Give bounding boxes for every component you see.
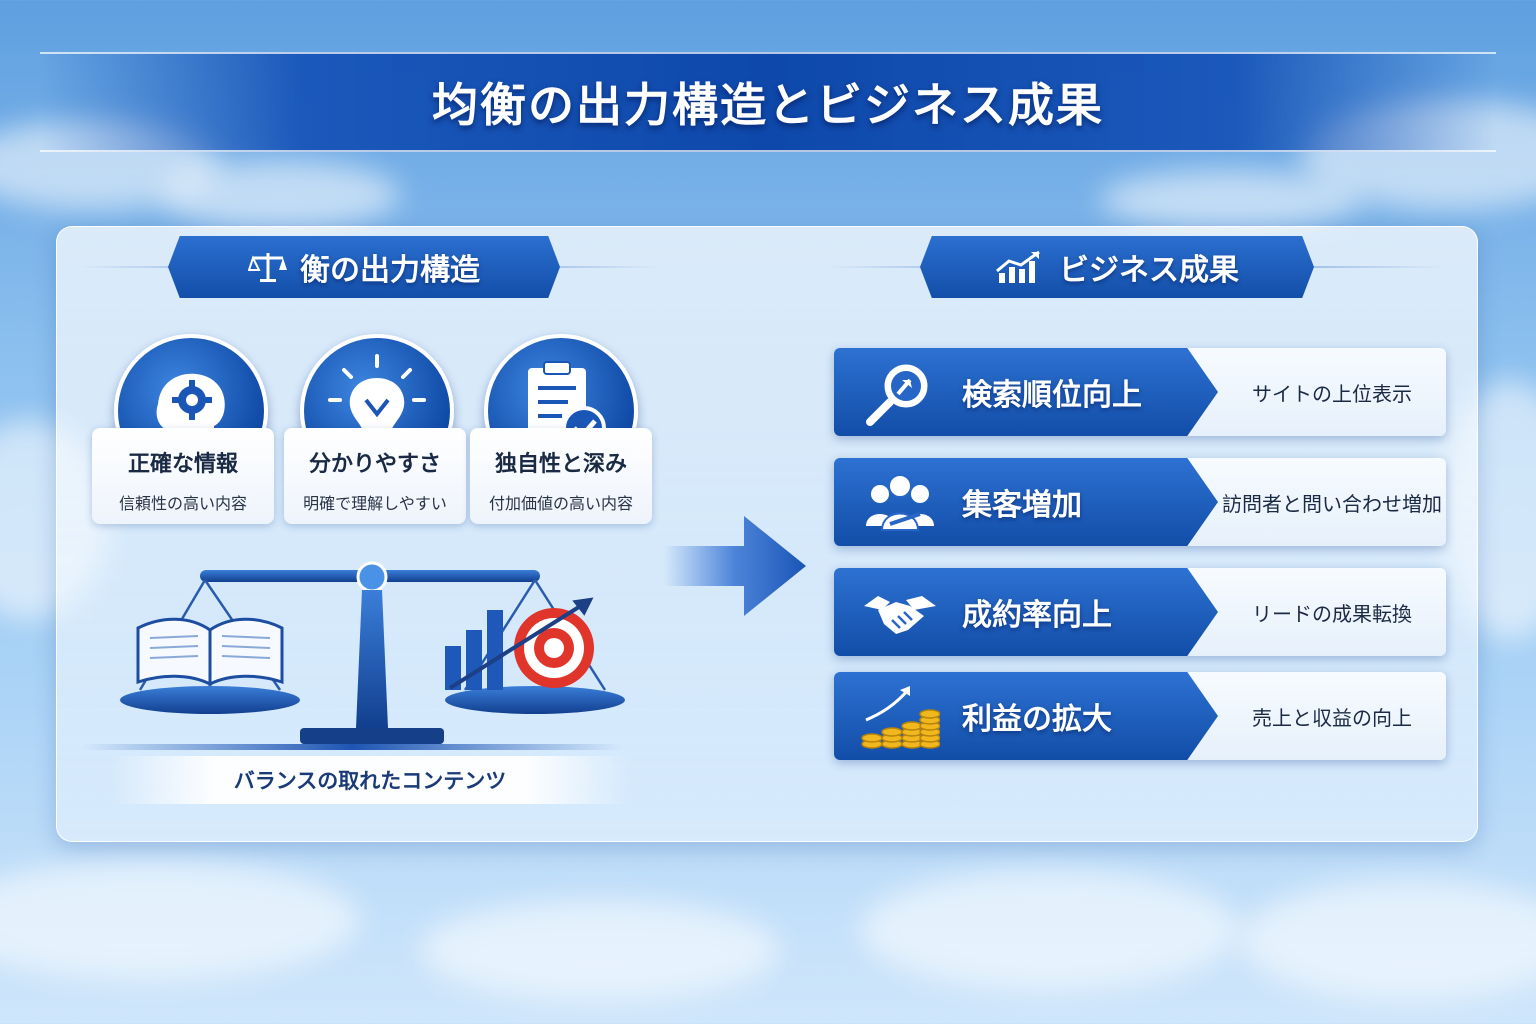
outcome-description: 売上と収益の向上 [1252,705,1412,730]
arrow-right-icon [664,516,806,616]
coins-icon [861,686,940,749]
quality-card-accuracy: 正確な情報 信頼性の高い内容 [92,428,274,524]
right-section-heading: ビジネス成果 [920,236,1314,298]
page-title: 均衡の出力構造とビジネス成果 [432,78,1104,132]
balance-scale-illustration [120,561,625,744]
outcome-row-header: 検索順位向上 [834,348,1218,436]
outcome-row-header: 利益の拡大 [834,672,1218,760]
card-subtitle: 付加価値の高い内容 [488,494,633,513]
growth-target-icon [445,597,594,690]
outcome-row-search-ranking: 検索順位向上 サイトの上位表示 [834,348,1446,436]
balance-caption-text: バランスの取れたコンテンツ [233,769,507,793]
title-banner: 均衡の出力構造とビジネス成果 [40,52,1496,152]
outcome-label: 集客増加 [962,488,1082,523]
card-title: 分かりやすさ [308,452,441,477]
growth-chart-icon [996,250,1040,283]
cloud [1100,170,1360,230]
balance-caption: バランスの取れたコンテンツ [110,756,630,804]
balance-scale-icon [248,253,287,282]
quality-card-originality: 独自性と深み 付加価値の高い内容 [470,428,652,524]
outcome-row-conversion: 成約率向上 リードの成果転換 [834,568,1446,656]
card-subtitle: 明確で理解しやすい [303,494,447,513]
cloud [420,900,780,1000]
outcome-row-header: 集客増加 [834,458,1218,546]
open-book-icon [136,617,284,687]
card-title: 正確な情報 [127,452,238,477]
handshake-icon [864,596,936,634]
left-section-title: 衡の出力構造 [300,253,480,288]
outcome-row-traffic: 集客増加 訪問者と問い合わせ増加 [834,458,1446,546]
left-section-heading: 衡の出力構造 [168,236,560,298]
outcome-label: 利益の拡大 [962,702,1112,737]
magnifier-icon [866,364,928,426]
outcome-label: 成約率向上 [962,598,1112,633]
outcome-row-header: 成約率向上 [834,568,1218,656]
outcome-description: サイトの上位表示 [1252,381,1412,406]
card-title: 独自性と深み [494,452,627,477]
outcome-description: リードの成果転換 [1252,601,1412,626]
card-subtitle: 信頼性の高い内容 [118,494,247,513]
right-section-title: ビジネス成果 [1059,253,1239,288]
quality-card-clarity: 分かりやすさ 明確で理解しやすい [284,428,466,524]
outcome-label: 検索順位向上 [962,378,1142,413]
outcome-description: 訪問者と問い合わせ増加 [1222,491,1442,516]
outcome-row-profit: 利益の拡大 売上と収益の向上 [834,672,1446,760]
scale-base-line [82,744,622,750]
cloud [1240,880,1536,1000]
cloud [0,860,360,980]
cloud [160,160,400,230]
cloud [860,870,1240,990]
people-icon [866,474,934,531]
